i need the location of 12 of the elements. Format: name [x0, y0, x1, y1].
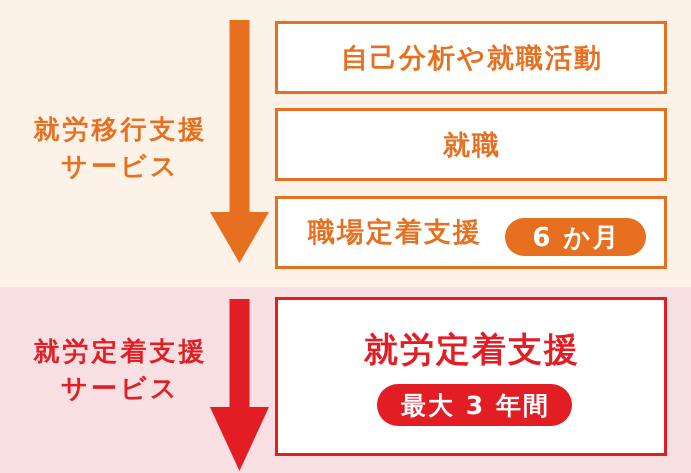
step-box [275, 196, 667, 269]
section-band [0, 0, 691, 287]
duration-badge: 最大 3 年間 [377, 384, 572, 426]
step-text: 職場定着支援 [308, 217, 482, 250]
step-box: 就職 [275, 108, 667, 181]
step-box: 自己分析や就職活動 [275, 21, 667, 94]
section-label: 就労移行支援サービス [32, 114, 208, 184]
duration-badge: 6 か月 [505, 218, 646, 256]
step-box [275, 297, 667, 456]
section-band [0, 287, 691, 473]
section-label: 就労定着支援サービス [32, 336, 208, 406]
box-title: 就労定着支援 [362, 330, 580, 371]
